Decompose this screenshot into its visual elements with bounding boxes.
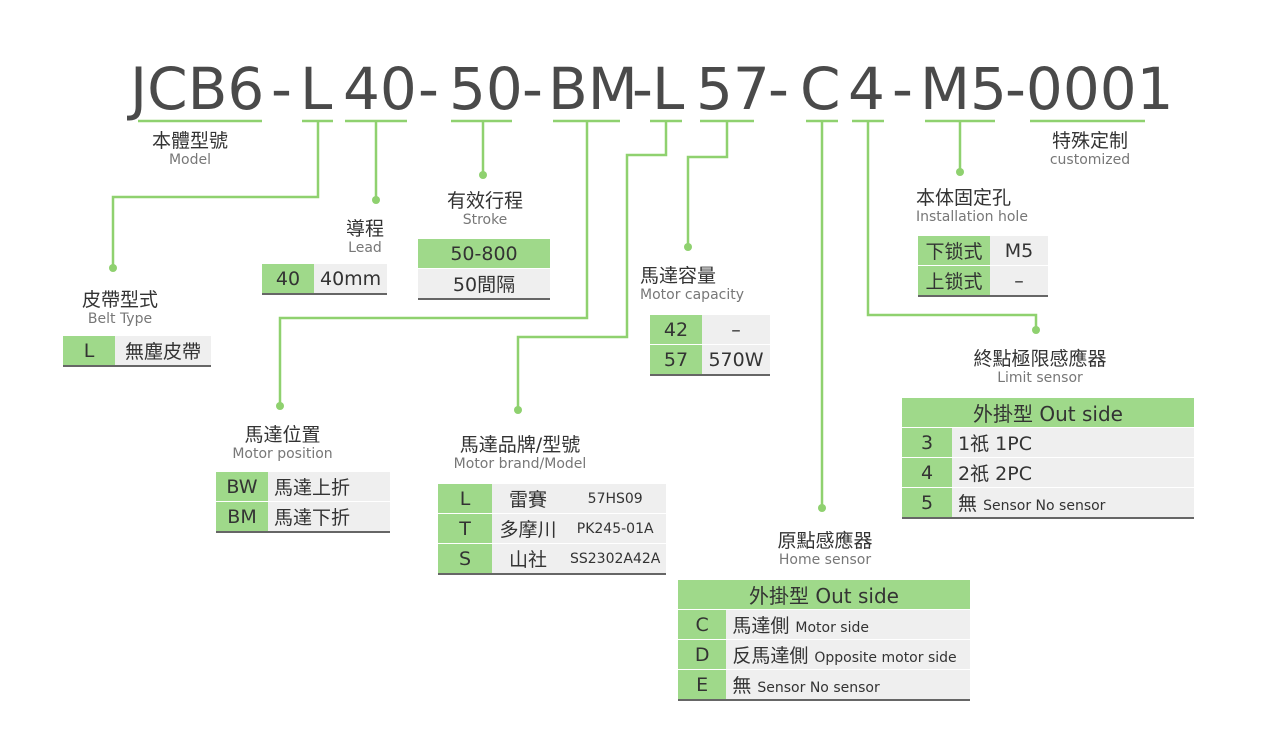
code-belt: L xyxy=(300,55,333,123)
table-row: T 多摩川 PK245-01A xyxy=(438,513,667,544)
table-row: 57 570W xyxy=(650,344,770,375)
table-row: BM 馬達下折 xyxy=(216,501,390,532)
table-row: 42 – xyxy=(650,315,770,345)
table-row: E 無 Sensor No sensor xyxy=(678,669,970,700)
table-row: 下锁式 M5 xyxy=(918,236,1048,266)
code-brand: BM xyxy=(548,55,638,123)
table-row: L 無塵皮帶 xyxy=(63,336,211,366)
code-capacity: 57 xyxy=(696,55,770,123)
table-header-row: 外掛型 Out side xyxy=(678,580,970,610)
code-limit: 4 xyxy=(848,55,885,123)
table-brand: L 雷賽 57HS09 T 多摩川 PK245-01A S 山社 SS2302A… xyxy=(438,484,667,575)
table-row: 3 1祇 1PC xyxy=(902,427,1194,458)
table-row: 上锁式 – xyxy=(918,265,1048,296)
code-dash: - xyxy=(522,55,543,123)
code-dash: - xyxy=(632,55,653,123)
code-model: JCB6 xyxy=(130,55,265,123)
connector-capacity xyxy=(686,121,729,247)
table-row: 40 40mm xyxy=(262,264,388,294)
table-capacity: 42 – 57 570W xyxy=(650,315,770,376)
code-dash: - xyxy=(271,55,292,123)
code-dash: - xyxy=(768,55,789,123)
table-row: S 山社 SS2302A42A xyxy=(438,543,667,574)
table-header-row: 外掛型 Out side xyxy=(902,398,1194,428)
table-row: 5 無 Sensor No sensor xyxy=(902,487,1194,518)
table-row: 50間隔 xyxy=(418,268,550,299)
table-row: L 雷賽 57HS09 xyxy=(438,484,667,514)
table-position: BW 馬達上折 BM 馬達下折 xyxy=(216,472,390,533)
connector-position xyxy=(516,121,668,410)
table-row: BW 馬達上折 xyxy=(216,472,390,502)
code-stroke: 50 xyxy=(449,55,523,123)
code-position: L xyxy=(652,55,685,123)
table-row: 50-800 xyxy=(418,239,550,269)
table-limit: 外掛型 Out side 3 1祇 1PC 4 2祇 2PC 5 無 Senso… xyxy=(902,398,1194,519)
table-stroke: 50-800 50間隔 xyxy=(418,239,550,300)
code-hole: M5 xyxy=(920,55,1007,123)
code-dash: - xyxy=(892,55,913,123)
table-row: 4 2祇 2PC xyxy=(902,457,1194,488)
connector-belt xyxy=(111,121,320,268)
table-belt: L 無塵皮帶 xyxy=(63,336,211,367)
code-custom: -0001 xyxy=(1005,55,1174,123)
table-hole: 下锁式 M5 上锁式 – xyxy=(918,236,1048,297)
code-dash: - xyxy=(418,55,439,123)
code-home: C xyxy=(800,55,841,123)
connector-brand xyxy=(278,121,589,406)
connector-limit xyxy=(866,121,1038,330)
table-home: 外掛型 Out side C 馬達側 Motor side D 反馬達側 Opp… xyxy=(678,580,970,701)
code-lead: 40 xyxy=(343,55,417,123)
table-row: C 馬達側 Motor side xyxy=(678,609,970,640)
table-lead: 40 40mm xyxy=(262,264,388,295)
table-row: D 反馬達側 Opposite motor side xyxy=(678,639,970,670)
